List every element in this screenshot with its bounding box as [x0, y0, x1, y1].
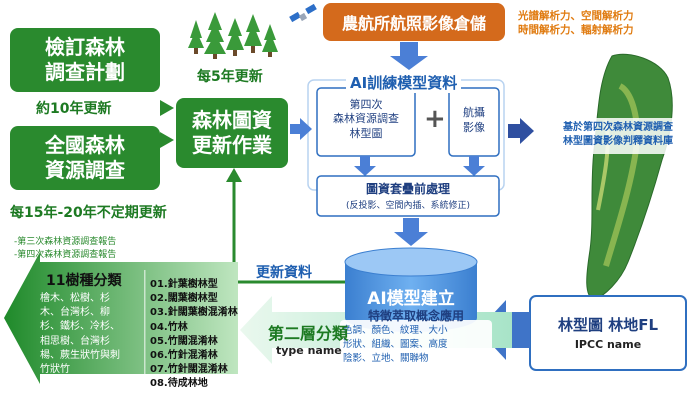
forest-icon	[188, 12, 278, 59]
forest-plan-line-2: 調查計劃	[45, 60, 125, 84]
database-label: 基於第四次森林資源調查 林型圖資影像判釋資料庫	[550, 121, 686, 149]
national-survey-box: 全國森林資源調查	[10, 126, 160, 190]
database-line-1: 基於第四次森林資源調查	[563, 122, 673, 133]
class-item-06: 06.竹針混淆林	[150, 349, 218, 361]
forest-plan-line-1: 檢訂森林	[45, 35, 125, 59]
preprocess-subtitle: (反投影、空間內插、系統修正)	[345, 201, 471, 211]
fl-subtitle: IPCC name	[574, 338, 642, 351]
species-line-3: 杉、鐵杉、冷杉、	[40, 321, 120, 333]
report-item-3rd: -第三次森林資源調查報告	[14, 237, 117, 247]
report-item-4th: -第四次森林資源調查報告	[14, 250, 117, 260]
species-line-5: 楊、蕨生狀竹與刺	[40, 349, 120, 361]
feature-line-3: 陰影、立地、關聯物	[343, 352, 429, 364]
arrow-store-down	[390, 42, 428, 70]
eleven-species-list: 檜木、松樹、杉 木、台灣杉、柳 杉、鐵杉、冷杉、 相思樹、台灣杉 楊、蕨生狀竹與…	[40, 292, 120, 377]
classification-arrow	[4, 252, 238, 384]
arrow-update-to-ai	[290, 118, 312, 140]
taiwan-map	[586, 53, 673, 301]
species-line-4: 相思樹、台灣杉	[40, 335, 110, 347]
card2-line-1: 航攝	[463, 106, 485, 119]
second-layer-title: 第二層分類	[268, 324, 349, 343]
survey-frequency-label: 每15年-20年不定期更新	[10, 205, 167, 221]
satellite-icon	[289, 3, 317, 23]
card1-line-1: 第四次	[349, 98, 383, 111]
ai-model-cylinder	[344, 247, 478, 332]
class-item-07: 07.竹針闊混淆林	[150, 364, 228, 376]
card-arrows	[354, 156, 485, 176]
type-name-label: type name	[276, 344, 342, 357]
plus-sign: +	[424, 104, 446, 134]
fl-title: 林型圖 林地FL	[557, 316, 659, 334]
national-survey-line-1: 全國森林	[45, 133, 125, 157]
ai-training-title: AI訓練模型資料	[346, 72, 462, 93]
database-label-bg	[548, 118, 688, 154]
every-5-years-label: 每5年更新	[197, 69, 263, 85]
analysis-line-1: 光譜解析力、空間解析力	[518, 10, 634, 22]
database-line-2: 林型圖資影像判釋資料庫	[563, 136, 673, 147]
imagery-store-box	[323, 3, 505, 41]
forest-update-line-2: 更新作業	[192, 133, 272, 157]
features-box	[340, 320, 492, 372]
feature-line-1: 色調、顏色、紋理、大小	[343, 325, 448, 336]
arrow-survey-to-update	[160, 132, 174, 148]
update-arrow-head	[226, 168, 242, 182]
class-divider	[144, 270, 146, 374]
species-line-1: 檜木、松樹、杉	[40, 293, 110, 304]
feature-extraction-title: 特徵萃取概念應用	[367, 309, 464, 323]
class-item-03: 03.針闊葉樹混淆林	[150, 307, 238, 319]
class-item-02: 02.闊葉樹林型	[150, 293, 218, 305]
forest-update-box: 森林圖資更新作業	[176, 98, 288, 168]
species-line-2: 木、台灣杉、柳	[40, 307, 110, 319]
arrow-plan-to-update	[160, 100, 174, 116]
forest-class-list: 01.針葉樹林型 02.闊葉樹林型 03.針闊葉樹混淆林 04.竹林 05.竹闊…	[150, 278, 238, 392]
card1-line-2: 森林資源調查	[333, 112, 399, 126]
national-survey-line-2: 資源調查	[45, 158, 125, 182]
species-line-6: 竹狀竹	[40, 363, 70, 375]
card-forest-type-map-text: 第四次 森林資源調查 林型圖	[317, 98, 415, 141]
analysis-line-2: 時間解析力、輻射解析力	[518, 24, 634, 36]
eleven-species-title: 11樹種分類	[46, 273, 122, 289]
update-data-label: 更新資料	[256, 265, 312, 281]
ai-model-title: AI模型建立	[367, 289, 455, 309]
feature-list: 色調、顏色、紋理、大小 形狀、組織、圖案、高度 陰影、立地、關聯物	[343, 324, 448, 365]
class-item-05: 05.竹闊混淆林	[150, 335, 218, 347]
forest-plan-box: 檢訂森林調查計劃	[10, 28, 160, 92]
plan-frequency-label: 約10年更新	[36, 101, 112, 117]
card2-line-2: 影像	[463, 120, 485, 134]
forest-update-line-1: 森林圖資	[192, 108, 272, 132]
arrow-to-model	[394, 218, 428, 246]
card-aerial-image-text: 航攝 影像	[449, 106, 499, 136]
card1-line-3: 林型圖	[349, 126, 383, 140]
class-item-01: 01.針葉樹林型	[150, 279, 218, 290]
class-item-04: 04.竹林	[150, 321, 188, 333]
arrow-ai-to-database	[508, 118, 534, 144]
class-item-08: 08.待成林地	[150, 378, 208, 390]
feature-line-2: 形狀、組織、圖案、高度	[343, 338, 448, 350]
preprocess-box	[316, 175, 500, 217]
preprocess-title: 圖資套疊前處理	[365, 182, 450, 196]
imagery-store-title: 農航所航照影像倉儲	[341, 14, 486, 33]
